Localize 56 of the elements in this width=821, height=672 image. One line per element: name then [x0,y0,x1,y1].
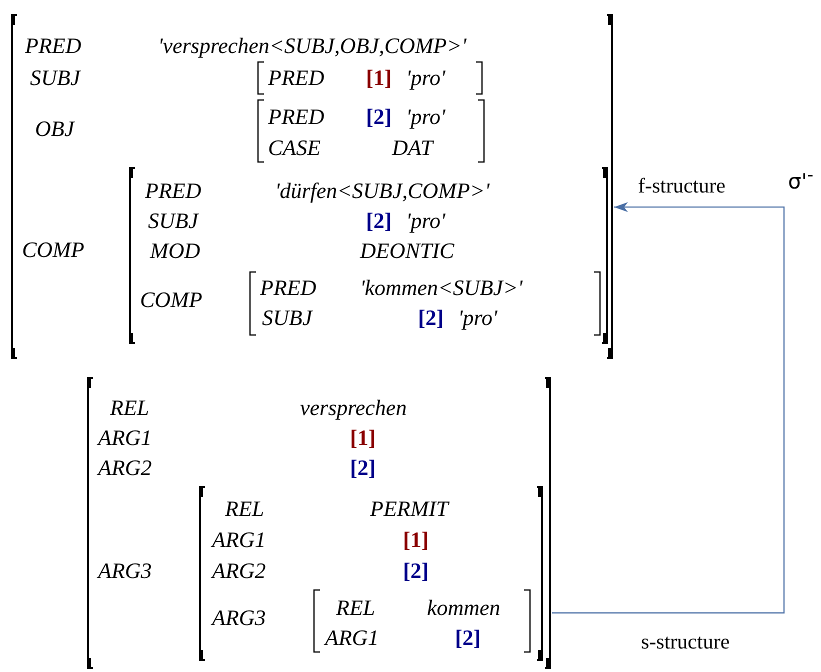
edge-label: σ'$^{-}$ [788,168,814,192]
structure-caption: f-structure [638,176,726,196]
structure-tag: [1] [403,529,429,551]
attribute-label: SUBJ [262,307,312,329]
value-text: 'versprechen<SUBJ,OBJ,COMP>' [158,35,466,57]
structure-caption: s-structure [641,632,730,652]
value-text: versprechen [300,397,407,419]
structure-tag: [2] [418,307,444,329]
attribute-label: PRED [268,106,324,128]
value-text: 'kommen<SUBJ>' [360,277,522,299]
structure-tag: [2] [350,457,376,479]
attribute-label: COMP [22,239,84,261]
value-text: 'dürfen<SUBJ,COMP>' [275,180,490,202]
attribute-label: REL [336,597,376,619]
value-text: DEONTIC [360,240,454,262]
attribute-label: REL [225,498,264,520]
value-text: kommen [427,597,500,619]
attribute-label: PRED [268,67,324,89]
attribute-value-matrix [258,100,484,162]
attribute-label: ARG2 [212,560,266,582]
attribute-label: COMP [140,289,202,311]
attribute-label: ARG3 [98,560,152,582]
structure-tag: [1] [350,427,376,449]
attribute-label: MOD [150,240,200,262]
attribute-value-matrix [200,487,542,660]
attribute-label: ARG1 [212,529,266,551]
value-text: 'pro' [458,307,498,329]
attribute-label: ARG2 [98,457,152,479]
attribute-value-matrix [250,272,600,335]
attribute-value-matrix [12,15,612,358]
structure-tag: [1] [366,67,392,89]
attribute-label: PRED [25,35,82,57]
value-text: 'pro' [406,106,446,128]
attribute-label: SUBJ [148,210,198,232]
attribute-label: PRED [260,277,316,299]
attribute-label: ARG3 [212,607,266,629]
structure-tag: [2] [403,560,429,582]
attribute-value-matrix [130,168,607,343]
structure-tag: [2] [366,210,392,232]
attribute-label: OBJ [35,118,74,140]
attribute-label: PRED [145,180,202,202]
structure-tag: [2] [455,627,481,649]
value-text: 'pro' [406,210,446,232]
attribute-label: ARG1 [98,427,152,449]
attribute-value-matrix [314,590,530,652]
attribute-label: CASE [268,137,321,159]
attribute-value-matrix [258,62,482,94]
value-text: 'pro' [406,67,446,89]
attribute-label: SUBJ [30,67,80,89]
attribute-value-matrix [88,378,550,668]
value-text: DAT [392,137,433,159]
attribute-label: REL [110,397,150,419]
value-text: PERMIT [370,498,448,520]
arrow [552,202,785,614]
structure-tag: [2] [366,106,392,128]
attribute-label: ARG1 [325,627,379,649]
